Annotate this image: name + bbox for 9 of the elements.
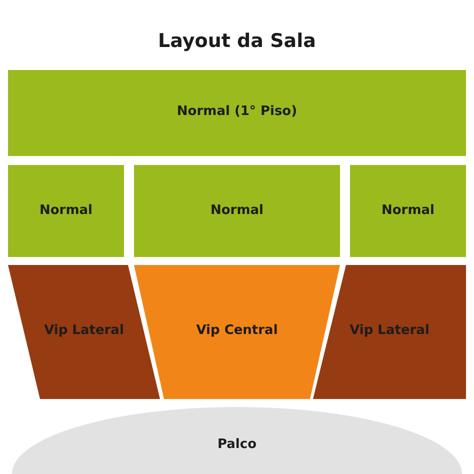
section-label: Normal <box>380 203 436 218</box>
section-label: Normal (1° Piso) <box>176 104 298 119</box>
section-label: Vip Central <box>195 323 279 338</box>
section-label: Normal <box>210 203 264 218</box>
section-label: Vip Lateral <box>348 323 430 338</box>
section-label: Normal <box>38 203 94 218</box>
section-label: Palco <box>216 437 258 452</box>
section-label: Vip Lateral <box>43 323 125 338</box>
diagram-title: Layout da Sala <box>157 30 317 52</box>
